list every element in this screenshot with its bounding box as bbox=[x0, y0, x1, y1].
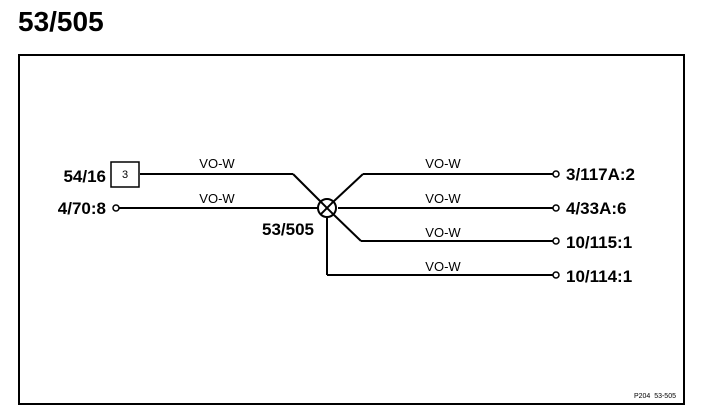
terminal-right-4 bbox=[552, 271, 560, 279]
wire-color-left-2: VO-W bbox=[199, 191, 235, 206]
wire-color-left-1: VO-W bbox=[199, 156, 235, 171]
diagram-frame bbox=[18, 54, 685, 405]
connector-label-left-1: 54/16 bbox=[63, 167, 106, 186]
connector-label-right-1: 3/117A:2 bbox=[566, 165, 635, 184]
page-title: 53/505 bbox=[18, 6, 104, 37]
connector-box bbox=[110, 161, 140, 188]
terminal-right-2 bbox=[552, 204, 560, 212]
wire-right-1-diagonal bbox=[332, 173, 364, 203]
wire-color-right-1: VO-W bbox=[425, 156, 461, 171]
connector-label-left-2: 4/70:8 bbox=[58, 199, 106, 218]
wire-right-3-diagonal bbox=[332, 213, 362, 242]
wire-color-right-2: VO-W bbox=[425, 191, 461, 206]
connector-label-right-2: 4/33A:6 bbox=[566, 199, 626, 218]
figure-reference: P204 53-505 bbox=[634, 393, 676, 400]
wire-color-right-4: VO-W bbox=[425, 259, 461, 274]
connector-box-label: 3 bbox=[122, 169, 128, 181]
connector-label-right-3: 10/115:1 bbox=[566, 233, 632, 252]
splice-label: 53/505 bbox=[262, 220, 314, 239]
terminal-right-1 bbox=[552, 170, 560, 178]
terminal-left-2 bbox=[112, 204, 120, 212]
wire-color-right-3: VO-W bbox=[425, 225, 461, 240]
splice-icon bbox=[317, 198, 337, 218]
connector-label-right-4: 10/114:1 bbox=[566, 267, 632, 286]
terminal-right-3 bbox=[552, 237, 560, 245]
wire-left-1-diagonal bbox=[292, 173, 322, 203]
